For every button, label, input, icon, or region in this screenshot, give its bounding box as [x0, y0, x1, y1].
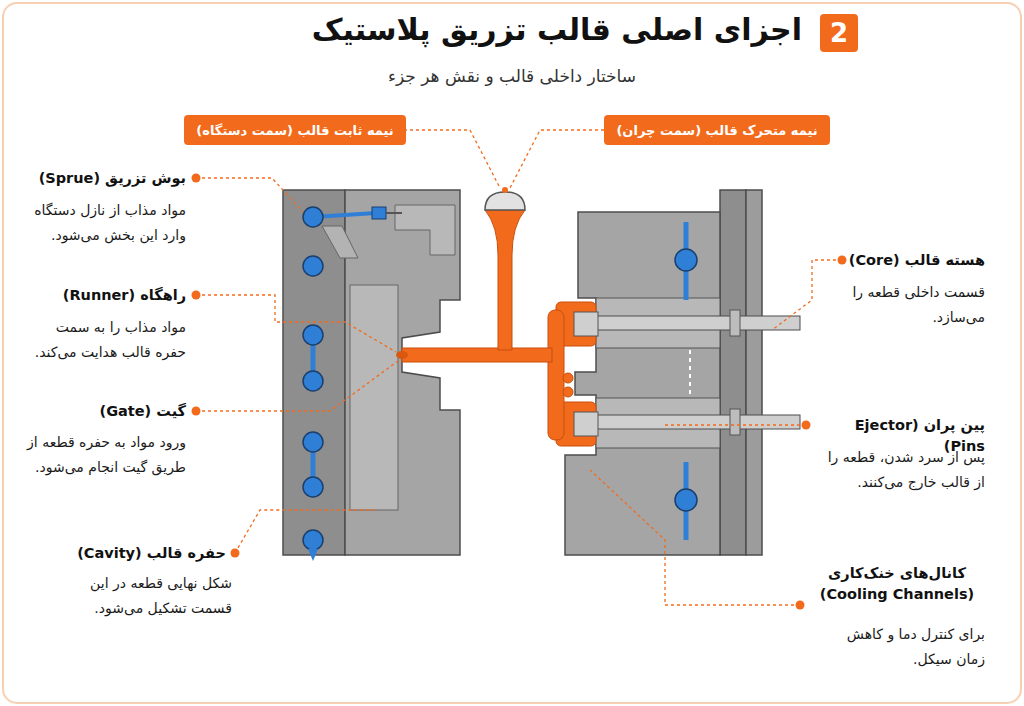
callout-heading: کانال‌های خنک‌کاری (Cooling Channels)	[809, 563, 985, 605]
diagram-title: اجزای اصلی قالب تزریق پلاستیک	[312, 12, 802, 47]
callout-heading: راهگاه (Runner)	[11, 285, 186, 306]
callout-text: ورود مواد به حفره قطعه از طریق گیت انجام…	[26, 430, 186, 479]
node-text: نیمه ثابت قالب (سمت دستگاه)	[196, 123, 393, 138]
node-text: نیمه متحرک قالب (سمت چران)	[616, 123, 817, 138]
callout-heading: گیت (Gate)	[11, 401, 186, 422]
callout-text: شکل نهایی قطعه در این قسمت تشکیل می‌شود.	[52, 571, 232, 620]
node-text: 2	[830, 18, 848, 48]
callout-heading: بوش تزریق (Sprue)	[11, 168, 186, 189]
step-badge: 2	[820, 14, 858, 52]
callout-text: پس از سرد شدن، قطعه را از قالب خارج می‌ک…	[825, 445, 985, 494]
callout-text: مواد مذاب از نازل دستگاه وارد این بخش می…	[26, 198, 186, 247]
diagram-subtitle: ساختار داخلی قالب و نقش هر جزء	[262, 66, 762, 86]
callout-heading: حفره قالب (Cavity)	[36, 543, 226, 564]
callout-text: مواد مذاب را به سمت حفره قالب هدایت می‌ک…	[26, 315, 186, 364]
callout-heading: هسته قالب (Core)	[847, 250, 985, 271]
callout-text: قسمت داخلی قطعه را می‌سازد.	[847, 280, 985, 329]
half-tag: نیمه ثابت قالب (سمت دستگاه)	[184, 115, 406, 145]
half-tag: نیمه متحرک قالب (سمت چران)	[604, 115, 830, 145]
callout-text: برای کنترل دما و کاهش زمان سیکل.	[820, 622, 985, 671]
